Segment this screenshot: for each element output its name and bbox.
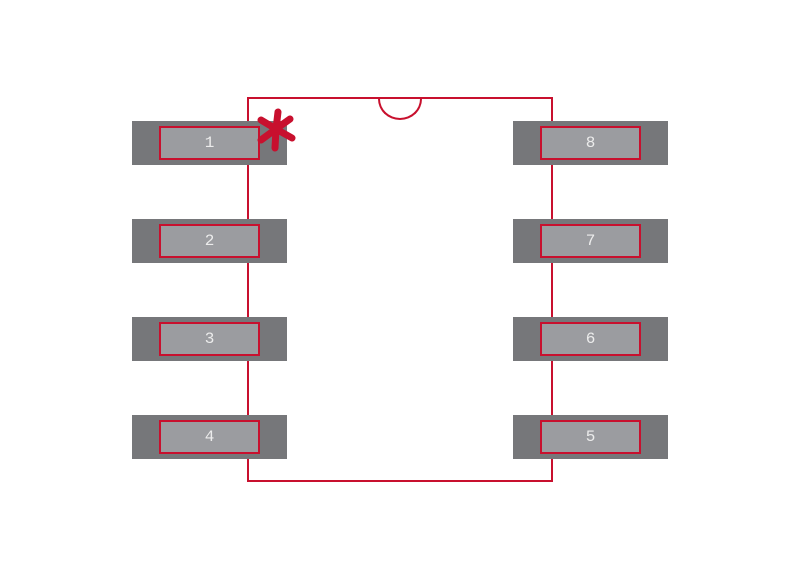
pad-4-outline: 4 [159,420,260,454]
component-body-outline [247,97,553,482]
pad-7-outline: 7 [540,224,641,258]
pad-7-number: 7 [585,232,596,250]
pin1-marker-asterisk-icon [257,108,296,152]
pad-6: 6 [513,317,668,361]
pad-5-outline: 5 [540,420,641,454]
pad-1-number: 1 [204,134,215,152]
pad-5: 5 [513,415,668,459]
pad-1-outline: 1 [159,126,260,160]
pad-2-outline: 2 [159,224,260,258]
pad-4-number: 4 [204,428,215,446]
pad-6-number: 6 [585,330,596,348]
pin1-notch-icon [378,99,422,120]
pad-5-number: 5 [585,428,596,446]
pad-2: 2 [132,219,287,263]
pad-4: 4 [132,415,287,459]
pad-8-number: 8 [585,134,596,152]
pad-3-outline: 3 [159,322,260,356]
pad-6-outline: 6 [540,322,641,356]
pad-3-number: 3 [204,330,215,348]
pad-7: 7 [513,219,668,263]
pad-8-outline: 8 [540,126,641,160]
pad-8: 8 [513,121,668,165]
pad-2-number: 2 [204,232,215,250]
pad-3: 3 [132,317,287,361]
